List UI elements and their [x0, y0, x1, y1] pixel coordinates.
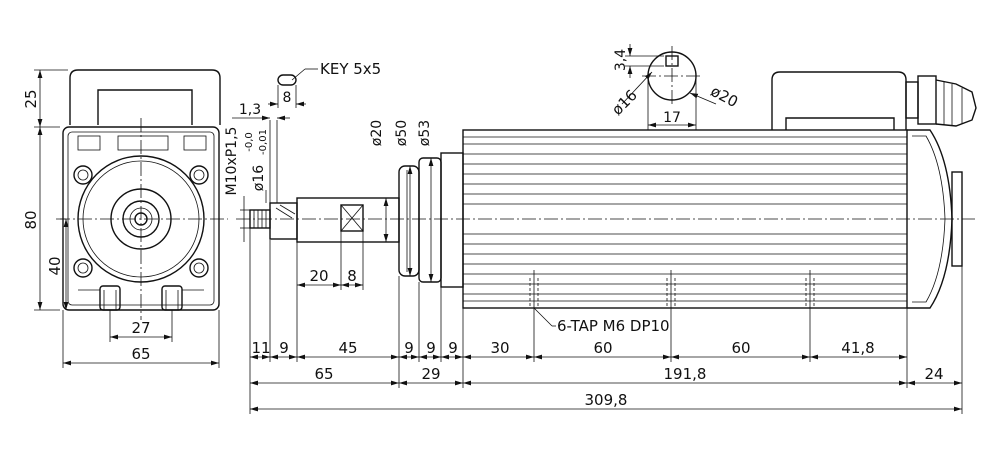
front-bolt-holes — [73, 165, 209, 278]
dim-41-8: 41,8 — [841, 339, 874, 357]
flange-step-1 — [398, 165, 420, 277]
front-terminal-box-inner — [97, 89, 193, 125]
dim-d20-shaft: ø20 — [369, 120, 385, 146]
motor-fins — [463, 136, 907, 302]
dim-309-8: 309,8 — [585, 391, 628, 409]
motor-body — [462, 129, 908, 309]
dim-60-b: 60 — [731, 339, 750, 357]
thread-label: M10xP1,5 — [224, 127, 240, 196]
dimension-chain: 11 9 45 9 9 9 30 60 60 41,8 65 29 191,8 … — [249, 228, 963, 414]
tol-bottom: -0,01 — [258, 129, 269, 155]
side-view: ø20 ø50 ø53 M10xP1,5 -0,0 -0,01 ø16 1,3 … — [224, 71, 977, 335]
terminal-box — [771, 71, 907, 130]
dim-9-d: 9 — [448, 339, 458, 357]
rear-cap-plate — [951, 171, 963, 267]
dim-8-flat: 8 — [347, 267, 357, 285]
cable-gland — [905, 75, 977, 127]
dim-40: 40 — [46, 256, 64, 275]
front-terminal-box — [69, 69, 221, 125]
dim-3-4: 3,4 — [613, 49, 629, 71]
terminal-box-inner — [785, 117, 895, 130]
dim-17: 17 — [663, 110, 681, 126]
key-width: 8 — [283, 90, 292, 106]
shaft-flat — [340, 204, 364, 232]
dim-191-8: 191,8 — [664, 365, 707, 383]
tol-top: -0,0 — [244, 132, 255, 152]
front-slot-2 — [117, 135, 169, 151]
dim-45: 45 — [338, 339, 357, 357]
dim-60-a: 60 — [593, 339, 612, 357]
key-label: KEY 5x5 — [320, 60, 381, 78]
dim-27: 27 — [131, 319, 150, 337]
dim-9-b: 9 — [404, 339, 414, 357]
dim-d50: ø50 — [394, 120, 410, 146]
dim-9-a: 9 — [279, 339, 289, 357]
flange-step-2 — [418, 157, 442, 283]
tol-d16: ø16 — [251, 165, 267, 191]
dim-25: 25 — [22, 89, 40, 108]
dim-80: 80 — [22, 210, 40, 229]
dim-d20-section: ø20 — [708, 82, 741, 111]
dim-20-flat: 20 — [309, 267, 328, 285]
dim-d16-section: ø16 — [608, 86, 641, 119]
dim-65-side: 65 — [314, 365, 333, 383]
front-slot-3 — [183, 135, 207, 151]
dim-24: 24 — [924, 365, 943, 383]
key-shape — [277, 74, 297, 86]
dim-d53: ø53 — [417, 120, 433, 146]
dim-9-c: 9 — [426, 339, 436, 357]
key-detail: KEY 5x5 8 — [268, 60, 381, 108]
front-view: 25 80 40 27 65 — [22, 69, 228, 368]
dim-65-front: 65 — [131, 345, 150, 363]
front-slot-1 — [77, 135, 101, 151]
shaft-nut — [269, 202, 298, 240]
dim-29: 29 — [421, 365, 440, 383]
front-feet — [78, 285, 204, 311]
flange-step-3 — [440, 152, 464, 288]
dim-1-3: 1,3 — [239, 102, 261, 118]
dim-11: 11 — [251, 339, 270, 357]
shaft-section-detail: 17 3,4 ø16 ø20 — [608, 44, 741, 130]
tapped-holes — [529, 270, 815, 316]
dim-30: 30 — [490, 339, 509, 357]
tap-callout: 6-TAP M6 DP10 — [557, 317, 670, 335]
